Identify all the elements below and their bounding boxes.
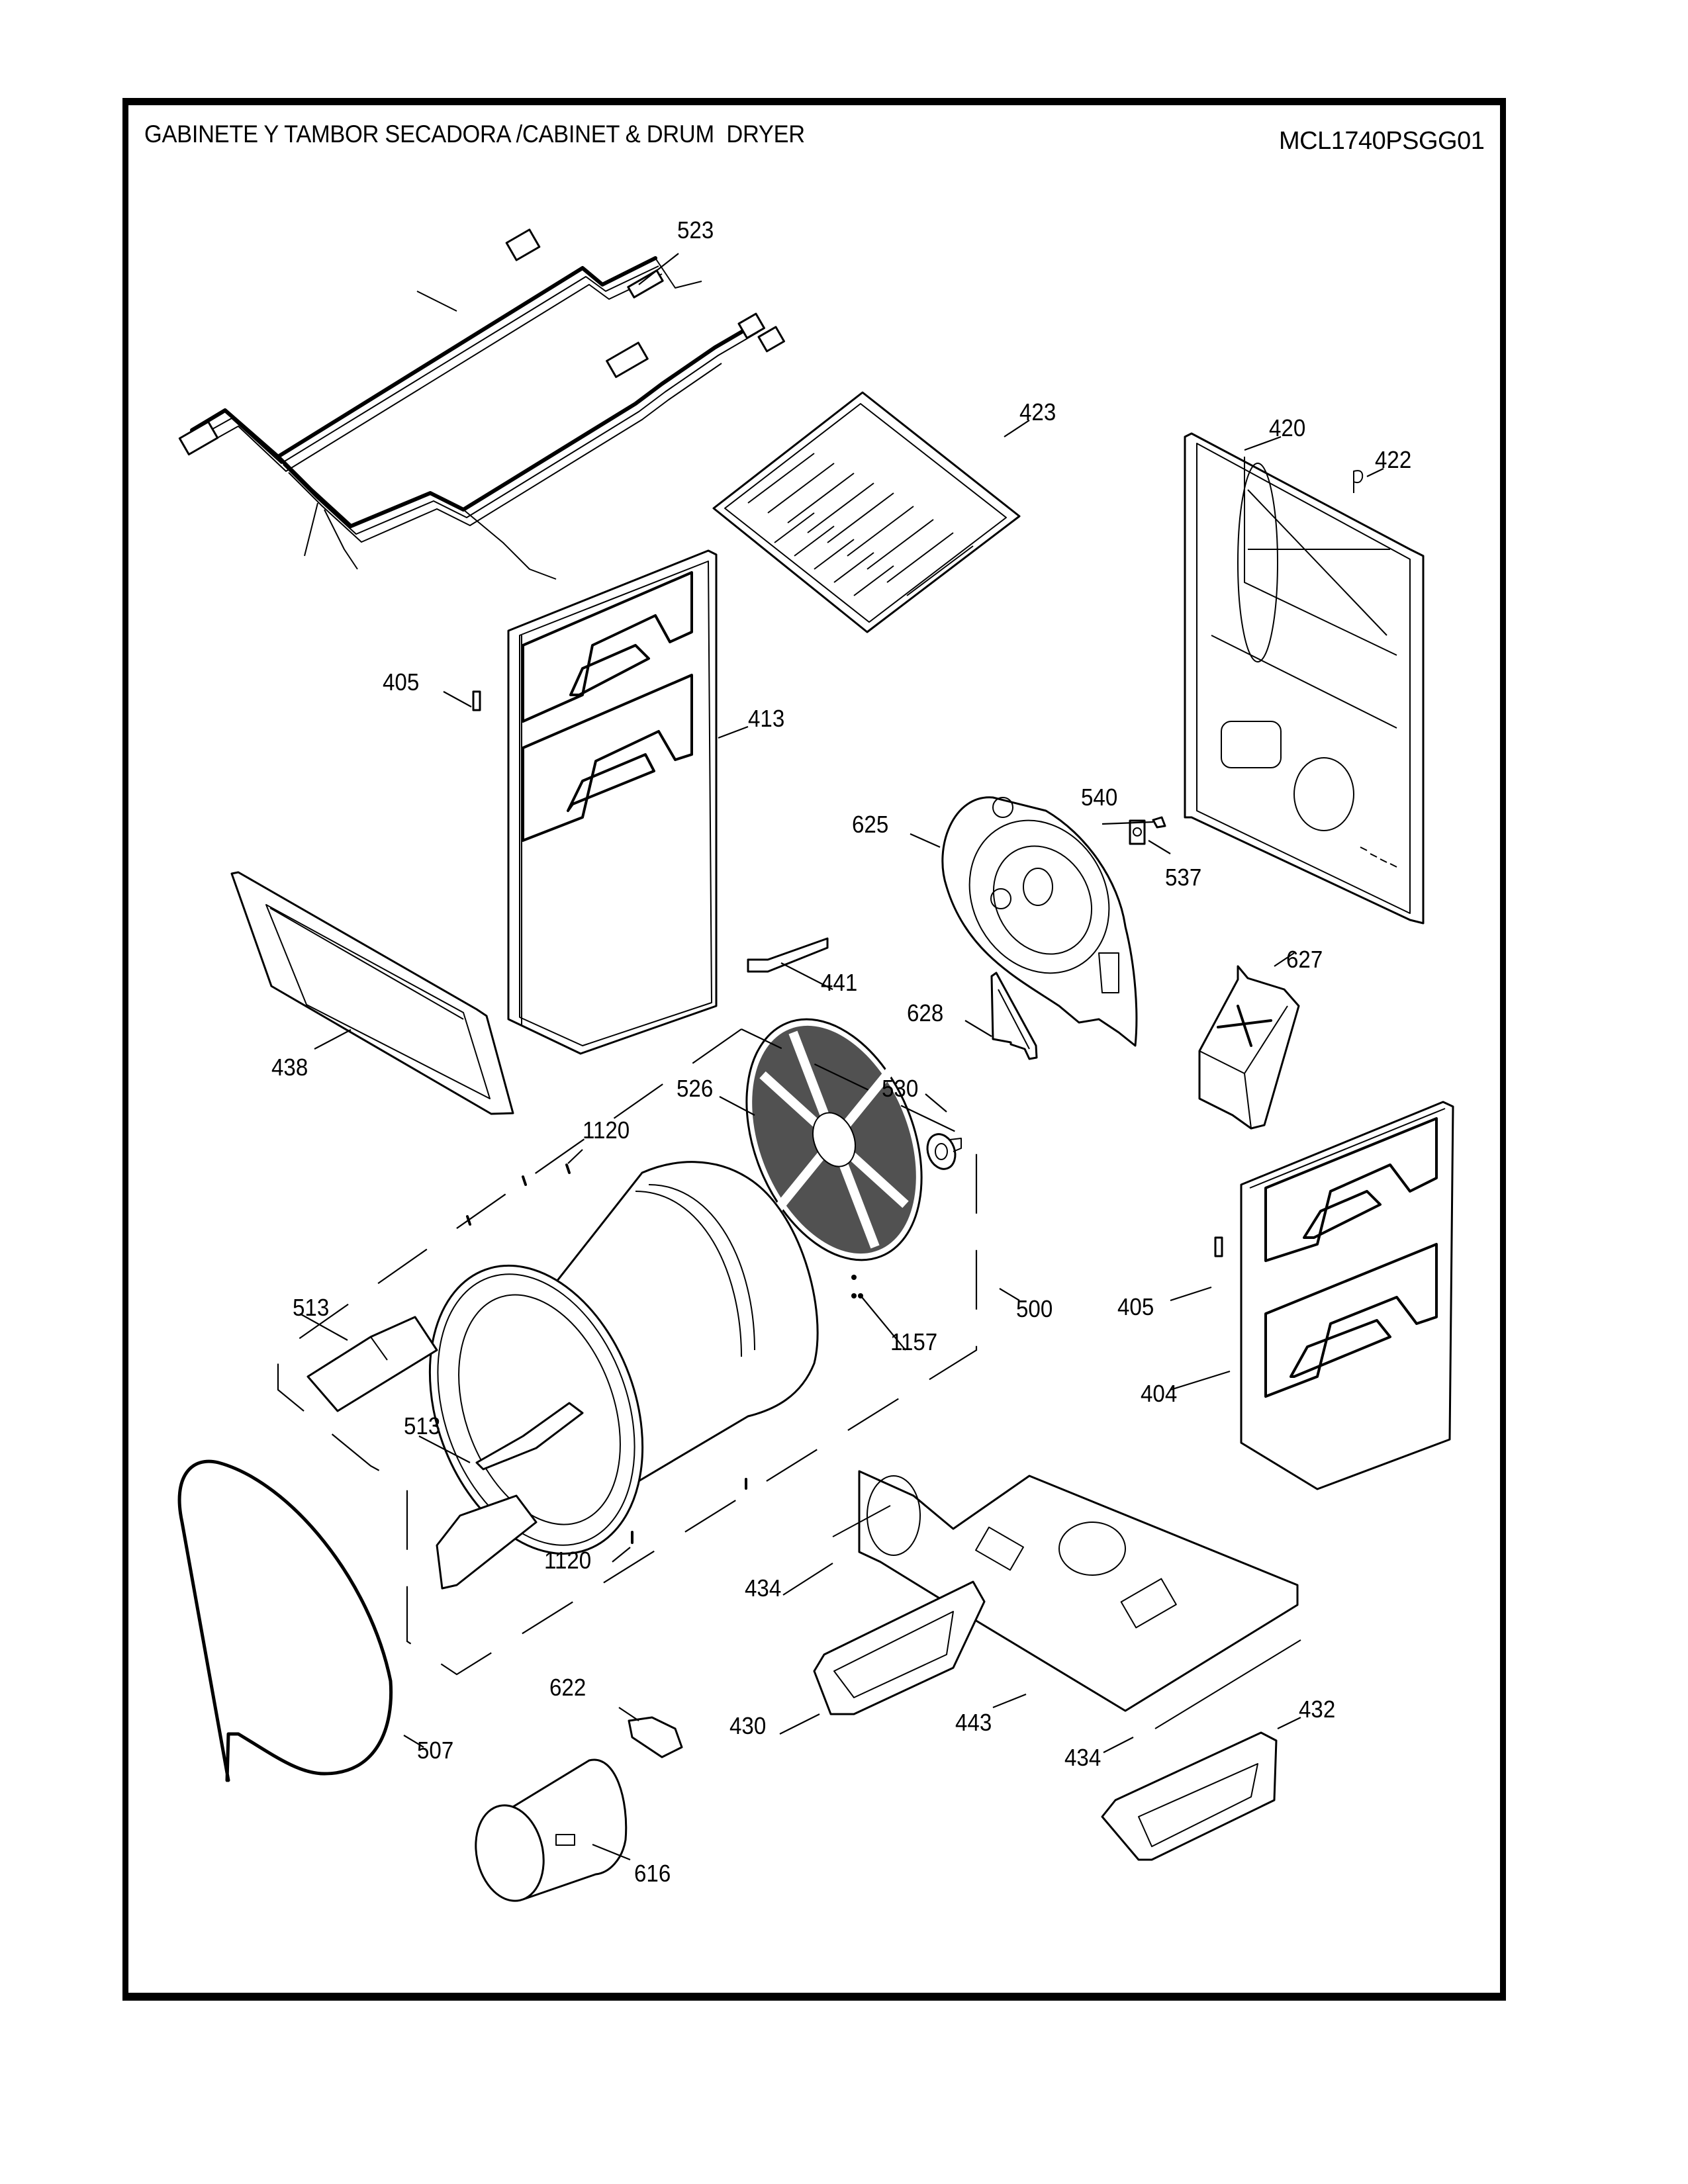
part-label-540[interactable]: 540 xyxy=(1081,784,1118,811)
part-label-513-mid[interactable]: 513 xyxy=(404,1412,441,1439)
heater-box-drawing xyxy=(1198,965,1300,1130)
drum-assembly-outline xyxy=(277,1028,978,1676)
part-label-627[interactable]: 627 xyxy=(1286,946,1323,973)
baffle-bottom-drawing xyxy=(436,1494,538,1590)
part-label-405-right[interactable]: 405 xyxy=(1117,1293,1154,1320)
part-label-423[interactable]: 423 xyxy=(1019,398,1056,426)
diagram-title: GABINETE Y TAMBOR SECADORA /CABINET & DR… xyxy=(144,120,805,148)
kick-plate-430-drawing xyxy=(813,1580,986,1715)
baffle-mid-drawing xyxy=(475,1402,584,1471)
clip-left-drawing xyxy=(472,690,481,711)
baffle-top-drawing xyxy=(306,1316,438,1412)
drum-rear-bulkhead-drawing xyxy=(745,1018,923,1261)
part-label-625[interactable]: 625 xyxy=(852,811,889,838)
part-label-432[interactable]: 432 xyxy=(1299,1696,1336,1723)
part-622-drawing xyxy=(628,1716,683,1758)
drum-screw-bottom-drawing xyxy=(631,1478,747,1544)
bracket-628-drawing xyxy=(990,972,1038,1060)
bracket-441-drawing xyxy=(747,937,829,973)
drum-drawing xyxy=(428,1161,819,1555)
part-label-507[interactable]: 507 xyxy=(417,1737,454,1764)
part-label-404[interactable]: 404 xyxy=(1141,1380,1178,1407)
drum-screws-top xyxy=(466,1163,571,1226)
top-panel-drawing xyxy=(712,391,1021,633)
part-label-500[interactable]: 500 xyxy=(1016,1295,1053,1322)
strip-434-drawing xyxy=(832,1505,1301,1729)
part-label-422[interactable]: 422 xyxy=(1375,446,1412,473)
part-label-1120-bottom[interactable]: 1120 xyxy=(544,1547,592,1574)
part-label-1157[interactable]: 1157 xyxy=(890,1328,938,1355)
part-label-441[interactable]: 441 xyxy=(821,969,858,996)
rear-panel-drawing xyxy=(1184,432,1425,925)
part-label-430[interactable]: 430 xyxy=(729,1712,767,1739)
base-drawing xyxy=(858,1470,1299,1712)
leader-lines xyxy=(299,253,1384,1861)
wire-harness-drawing xyxy=(178,228,785,580)
part-label-628[interactable]: 628 xyxy=(907,999,944,1026)
part-label-443[interactable]: 443 xyxy=(955,1709,992,1736)
diagram-frame xyxy=(122,98,1506,2001)
screw-1157-drawing xyxy=(851,1275,863,1298)
blower-housing-drawing xyxy=(941,796,1138,1047)
part-label-537[interactable]: 537 xyxy=(1165,864,1202,891)
part-label-523[interactable]: 523 xyxy=(677,216,714,244)
model-number: MCL1740PSGG01 xyxy=(1279,127,1485,155)
part-537-drawing xyxy=(1129,819,1146,845)
part-label-405-left[interactable]: 405 xyxy=(383,668,420,696)
clip-right-drawing xyxy=(1214,1236,1223,1257)
part-label-434-left[interactable]: 434 xyxy=(745,1574,782,1602)
part-label-616[interactable]: 616 xyxy=(634,1860,671,1887)
rear-screw-drawing xyxy=(1353,470,1364,493)
front-seal-drawing xyxy=(177,1459,393,1782)
part-label-530[interactable]: 530 xyxy=(882,1075,919,1102)
part-label-622[interactable]: 622 xyxy=(549,1674,586,1701)
part-label-526[interactable]: 526 xyxy=(677,1075,714,1102)
front-panel-drawing xyxy=(230,871,514,1115)
part-label-434-right[interactable]: 434 xyxy=(1064,1744,1102,1771)
motor-drawing xyxy=(475,1758,628,1902)
part-label-1120-top[interactable]: 1120 xyxy=(583,1116,630,1144)
part-label-413[interactable]: 413 xyxy=(748,705,785,732)
bearing-drawing xyxy=(926,1133,962,1170)
part-540-drawing xyxy=(1152,816,1166,829)
kick-plate-432-drawing xyxy=(1101,1731,1278,1861)
part-label-420[interactable]: 420 xyxy=(1269,414,1306,441)
side-panel-left-drawing xyxy=(507,549,718,1055)
side-panel-right-drawing xyxy=(1240,1101,1454,1490)
part-label-513-top[interactable]: 513 xyxy=(293,1294,330,1321)
part-label-438[interactable]: 438 xyxy=(271,1054,308,1081)
